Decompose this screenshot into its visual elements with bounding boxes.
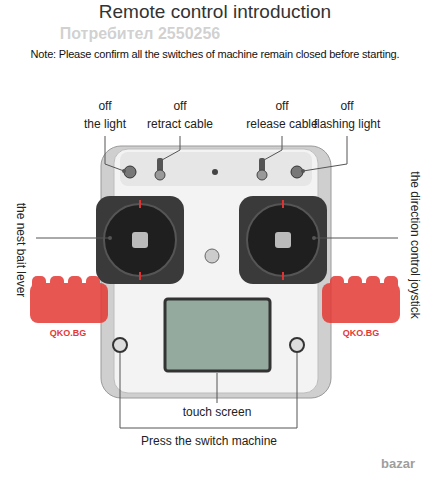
screen <box>165 299 270 371</box>
power-button <box>113 338 127 352</box>
screen-label: touch screen <box>183 406 252 420</box>
leader-dot <box>122 169 126 173</box>
joystick-ring <box>104 204 176 276</box>
switch-label: the light <box>84 118 126 132</box>
joystick-gimbal <box>239 196 327 284</box>
switch-state: off <box>98 100 111 114</box>
note: Note: Please confirm all the switches of… <box>31 48 400 61</box>
button-label: Press the switch machine <box>141 435 277 449</box>
leader-line <box>36 238 110 239</box>
fist-finger <box>50 276 64 298</box>
fist-finger <box>68 276 82 298</box>
switch-label: release cable <box>246 118 317 132</box>
tick-mark <box>282 200 284 208</box>
switch-state: off <box>340 100 353 114</box>
switch-label: retract cable <box>147 118 213 132</box>
led <box>212 169 218 175</box>
joystick-label: the direction control joystick <box>407 171 421 318</box>
fist-finger <box>348 276 362 298</box>
power-button <box>290 338 304 352</box>
leader-line <box>314 238 398 239</box>
switch <box>291 166 303 178</box>
leader-line <box>162 136 180 160</box>
switch-state: off <box>275 100 288 114</box>
tick-mark <box>139 200 141 208</box>
switch-panel <box>120 152 312 186</box>
switch-base <box>257 170 267 180</box>
switch-label: flashing light <box>314 118 381 132</box>
leader-line <box>264 136 282 160</box>
leader-dot <box>301 169 305 173</box>
joystick-gimbal <box>96 196 184 284</box>
leader-line <box>217 373 218 403</box>
tick-mark <box>282 272 284 280</box>
fist-finger <box>366 276 380 298</box>
watermark: Потребител 2550256 <box>60 25 221 43</box>
watermark: bazar <box>381 457 415 472</box>
page-title: Remote control introduction <box>99 1 331 23</box>
fist-finger <box>86 276 100 298</box>
switch-state: off <box>173 100 186 114</box>
leader-line <box>303 136 347 171</box>
fist-finger <box>330 276 344 298</box>
joystick-ring <box>247 204 319 276</box>
watermark: QKO.BG <box>50 328 87 338</box>
joystick-stick <box>275 232 291 248</box>
leader-line <box>105 136 124 171</box>
fist-finger <box>384 276 398 298</box>
switch <box>124 166 136 178</box>
lever-label: the nest bait lever <box>13 203 27 298</box>
screw <box>205 249 219 263</box>
watermark: QKO.BG <box>343 328 380 338</box>
fist-finger <box>32 276 46 298</box>
joystick-stick <box>132 232 148 248</box>
leader-dot <box>312 236 316 240</box>
leader-dot <box>108 236 112 240</box>
bracket-line <box>120 353 297 428</box>
tick-mark <box>139 272 141 280</box>
switch-base <box>155 170 165 180</box>
